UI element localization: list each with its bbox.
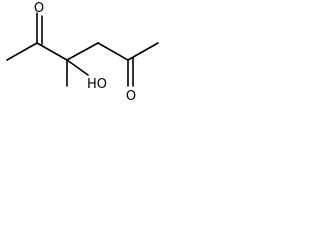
atom-label-oxygen-top: O bbox=[34, 1, 44, 16]
bond-methyl-c2 bbox=[6, 42, 38, 61]
bond-c4-c5 bbox=[97, 42, 129, 61]
atom-label-hydroxyl: HO bbox=[87, 77, 107, 92]
bond-c2-c3 bbox=[36, 42, 68, 61]
bond-c3-c4 bbox=[66, 42, 99, 61]
bond-c5-methyl bbox=[127, 42, 159, 61]
chemical-structure-diagram: O O HO bbox=[6, 1, 159, 104]
bond-c3-hydroxyl bbox=[66, 59, 89, 76]
atom-label-oxygen-right: O bbox=[126, 89, 136, 104]
